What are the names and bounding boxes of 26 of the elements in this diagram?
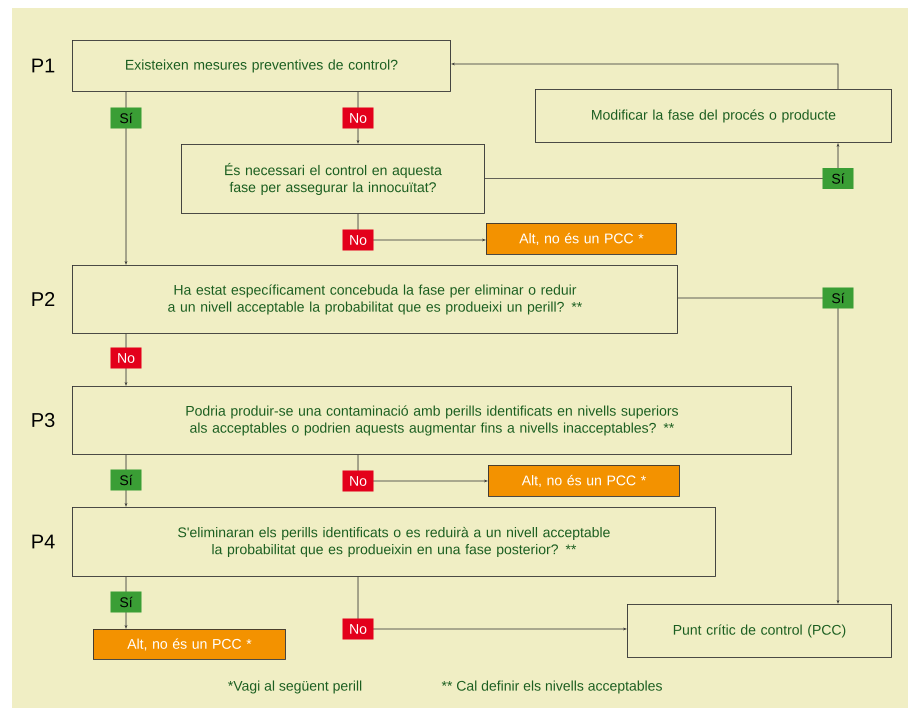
stop-box: Alt, no és un PCC * [93,629,286,660]
yes-label: Sí [110,470,142,490]
question-box: Ha estat específicament concebuda la fase per eliminar o reduir a un nivell acceptable la probabilitat que es produeixi un perill? ** [72,265,678,334]
no-label: No [342,230,374,250]
question-box: Podria produir-se una contaminació amb perills identificats en nivells superiors als acceptables o podrien aquests augmentar fins a nivells inacceptables? ** [72,386,792,455]
no-label: No [342,108,374,128]
no-label: No [342,470,374,492]
footnote: ** Cal definir els nivells acceptables [442,680,662,694]
process-box: Punt crític de control (PCC) [627,604,892,658]
step-label: P2 [32,292,54,306]
yes-label: Sí [110,108,142,128]
footnote: *Vagi al següent perill [228,680,362,694]
question-box: S'eliminaran els perills identificats o es reduirà a un nivell acceptable la probabilitat que es produeixin en una fase posterior? ** [72,507,716,577]
stop-box: Alt, no és un PCC * [488,465,680,497]
process-box: Modificar la fase del procés o producte [535,89,892,143]
step-label: P3 [32,412,54,428]
no-label: No [110,348,142,368]
stop-box: Alt, no és un PCC * [486,223,677,255]
no-label: No [342,618,374,640]
yes-label: Sí [822,168,854,189]
yes-label: Sí [822,288,854,308]
yes-label: Sí [110,592,142,612]
step-label: P1 [32,58,54,72]
question-box: És necessari el control en aquesta fase per assegurar la innocuïtat? [181,144,485,214]
question-box: Existeixen mesures preventives de control? [72,40,451,92]
step-label: P4 [32,534,55,548]
